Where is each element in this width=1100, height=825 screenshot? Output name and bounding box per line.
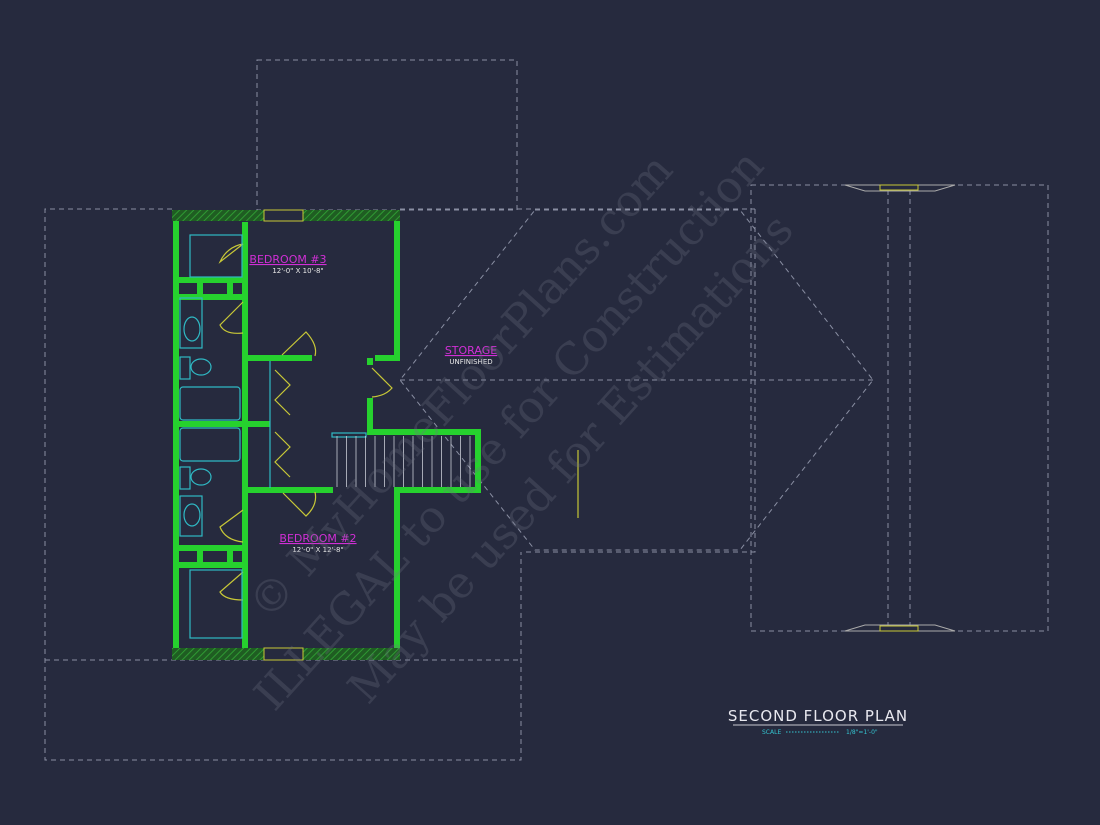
room-name: BEDROOM #3 — [249, 253, 326, 266]
room-dims: 12'-0" X 12'-8" — [292, 546, 343, 554]
bedroom-2-label: BEDROOM #2 12'-0" X 12'-8" — [279, 532, 356, 554]
watermark: © MyHomeFloorPlans.com ILLEGAL to use fo… — [239, 140, 804, 720]
window-top — [263, 209, 304, 222]
walls — [173, 221, 481, 648]
storage-label: STORAGE UNFINISHED — [445, 344, 497, 366]
bedroom-3-label: BEDROOM #3 12'-0" X 10'-8" — [249, 253, 326, 275]
roof-outlines — [44, 59, 1049, 761]
doors — [218, 243, 393, 601]
room-name: STORAGE — [445, 344, 497, 357]
watermark-line: ILLEGAL to use for Construction — [245, 140, 774, 720]
room-dims: UNFINISHED — [449, 358, 492, 366]
room-dims: 12'-0" X 10'-8" — [272, 267, 323, 275]
window-bottom — [263, 647, 304, 661]
drawing-title-block: SECOND FLOOR PLAN SCALE 1/8"=1'-0" — [728, 707, 908, 736]
bath-fixtures — [179, 234, 271, 639]
scale-label: SCALE — [762, 729, 781, 736]
room-name: BEDROOM #2 — [279, 532, 356, 545]
scale-value: 1/8"=1'-0" — [846, 729, 878, 736]
stairs — [331, 432, 471, 487]
drawing-title: SECOND FLOOR PLAN — [728, 707, 908, 725]
